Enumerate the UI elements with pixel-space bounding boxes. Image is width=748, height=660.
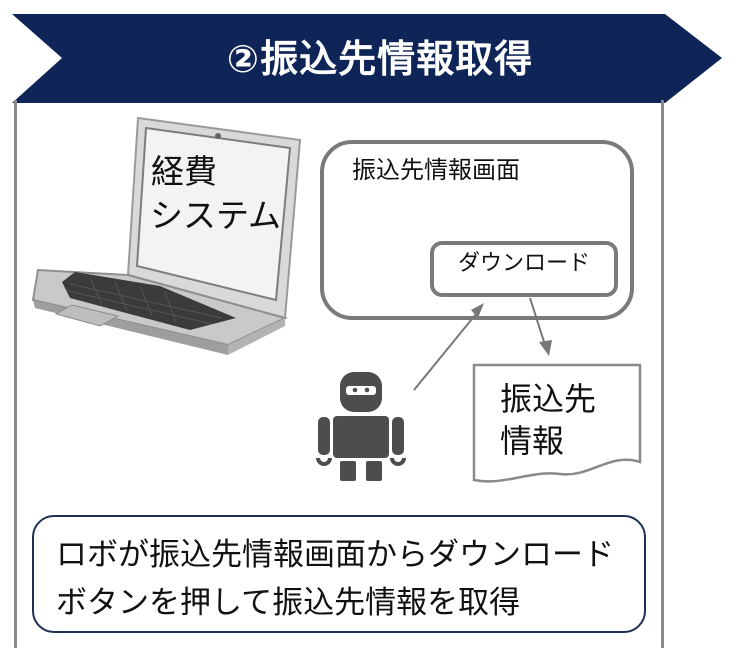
- document-icon: [472, 363, 642, 483]
- screen-panel-title: 振込先情報画面: [352, 156, 520, 184]
- laptop-screen-text-line2: システム: [150, 196, 282, 235]
- frame-right-line: [661, 100, 664, 648]
- frame-left-line: [14, 100, 17, 648]
- laptop-icon: [31, 116, 302, 355]
- document-text: 振込先 情報: [500, 378, 596, 462]
- document-text-line1: 振込先: [500, 380, 597, 418]
- robot-icon: [316, 372, 406, 481]
- document-text-line2: 情報: [500, 422, 565, 460]
- step-title: ②振込先情報取得: [226, 37, 534, 81]
- button-to-document-arrow: [529, 297, 552, 356]
- robot-to-button-arrow: [413, 303, 484, 391]
- caption-line1: ロボが振込先情報画面からダウンロード: [56, 537, 614, 573]
- download-button: [430, 241, 618, 297]
- caption-box: ロボが振込先情報画面からダウンロード ボタンを押して振込先情報を取得: [32, 515, 646, 633]
- caption-line2: ボタンを押して振込先情報を取得: [56, 585, 521, 621]
- laptop-screen-text-line1: 経費: [151, 152, 217, 191]
- step-header-banner: [12, 14, 722, 103]
- download-button-label: ダウンロード: [457, 251, 590, 276]
